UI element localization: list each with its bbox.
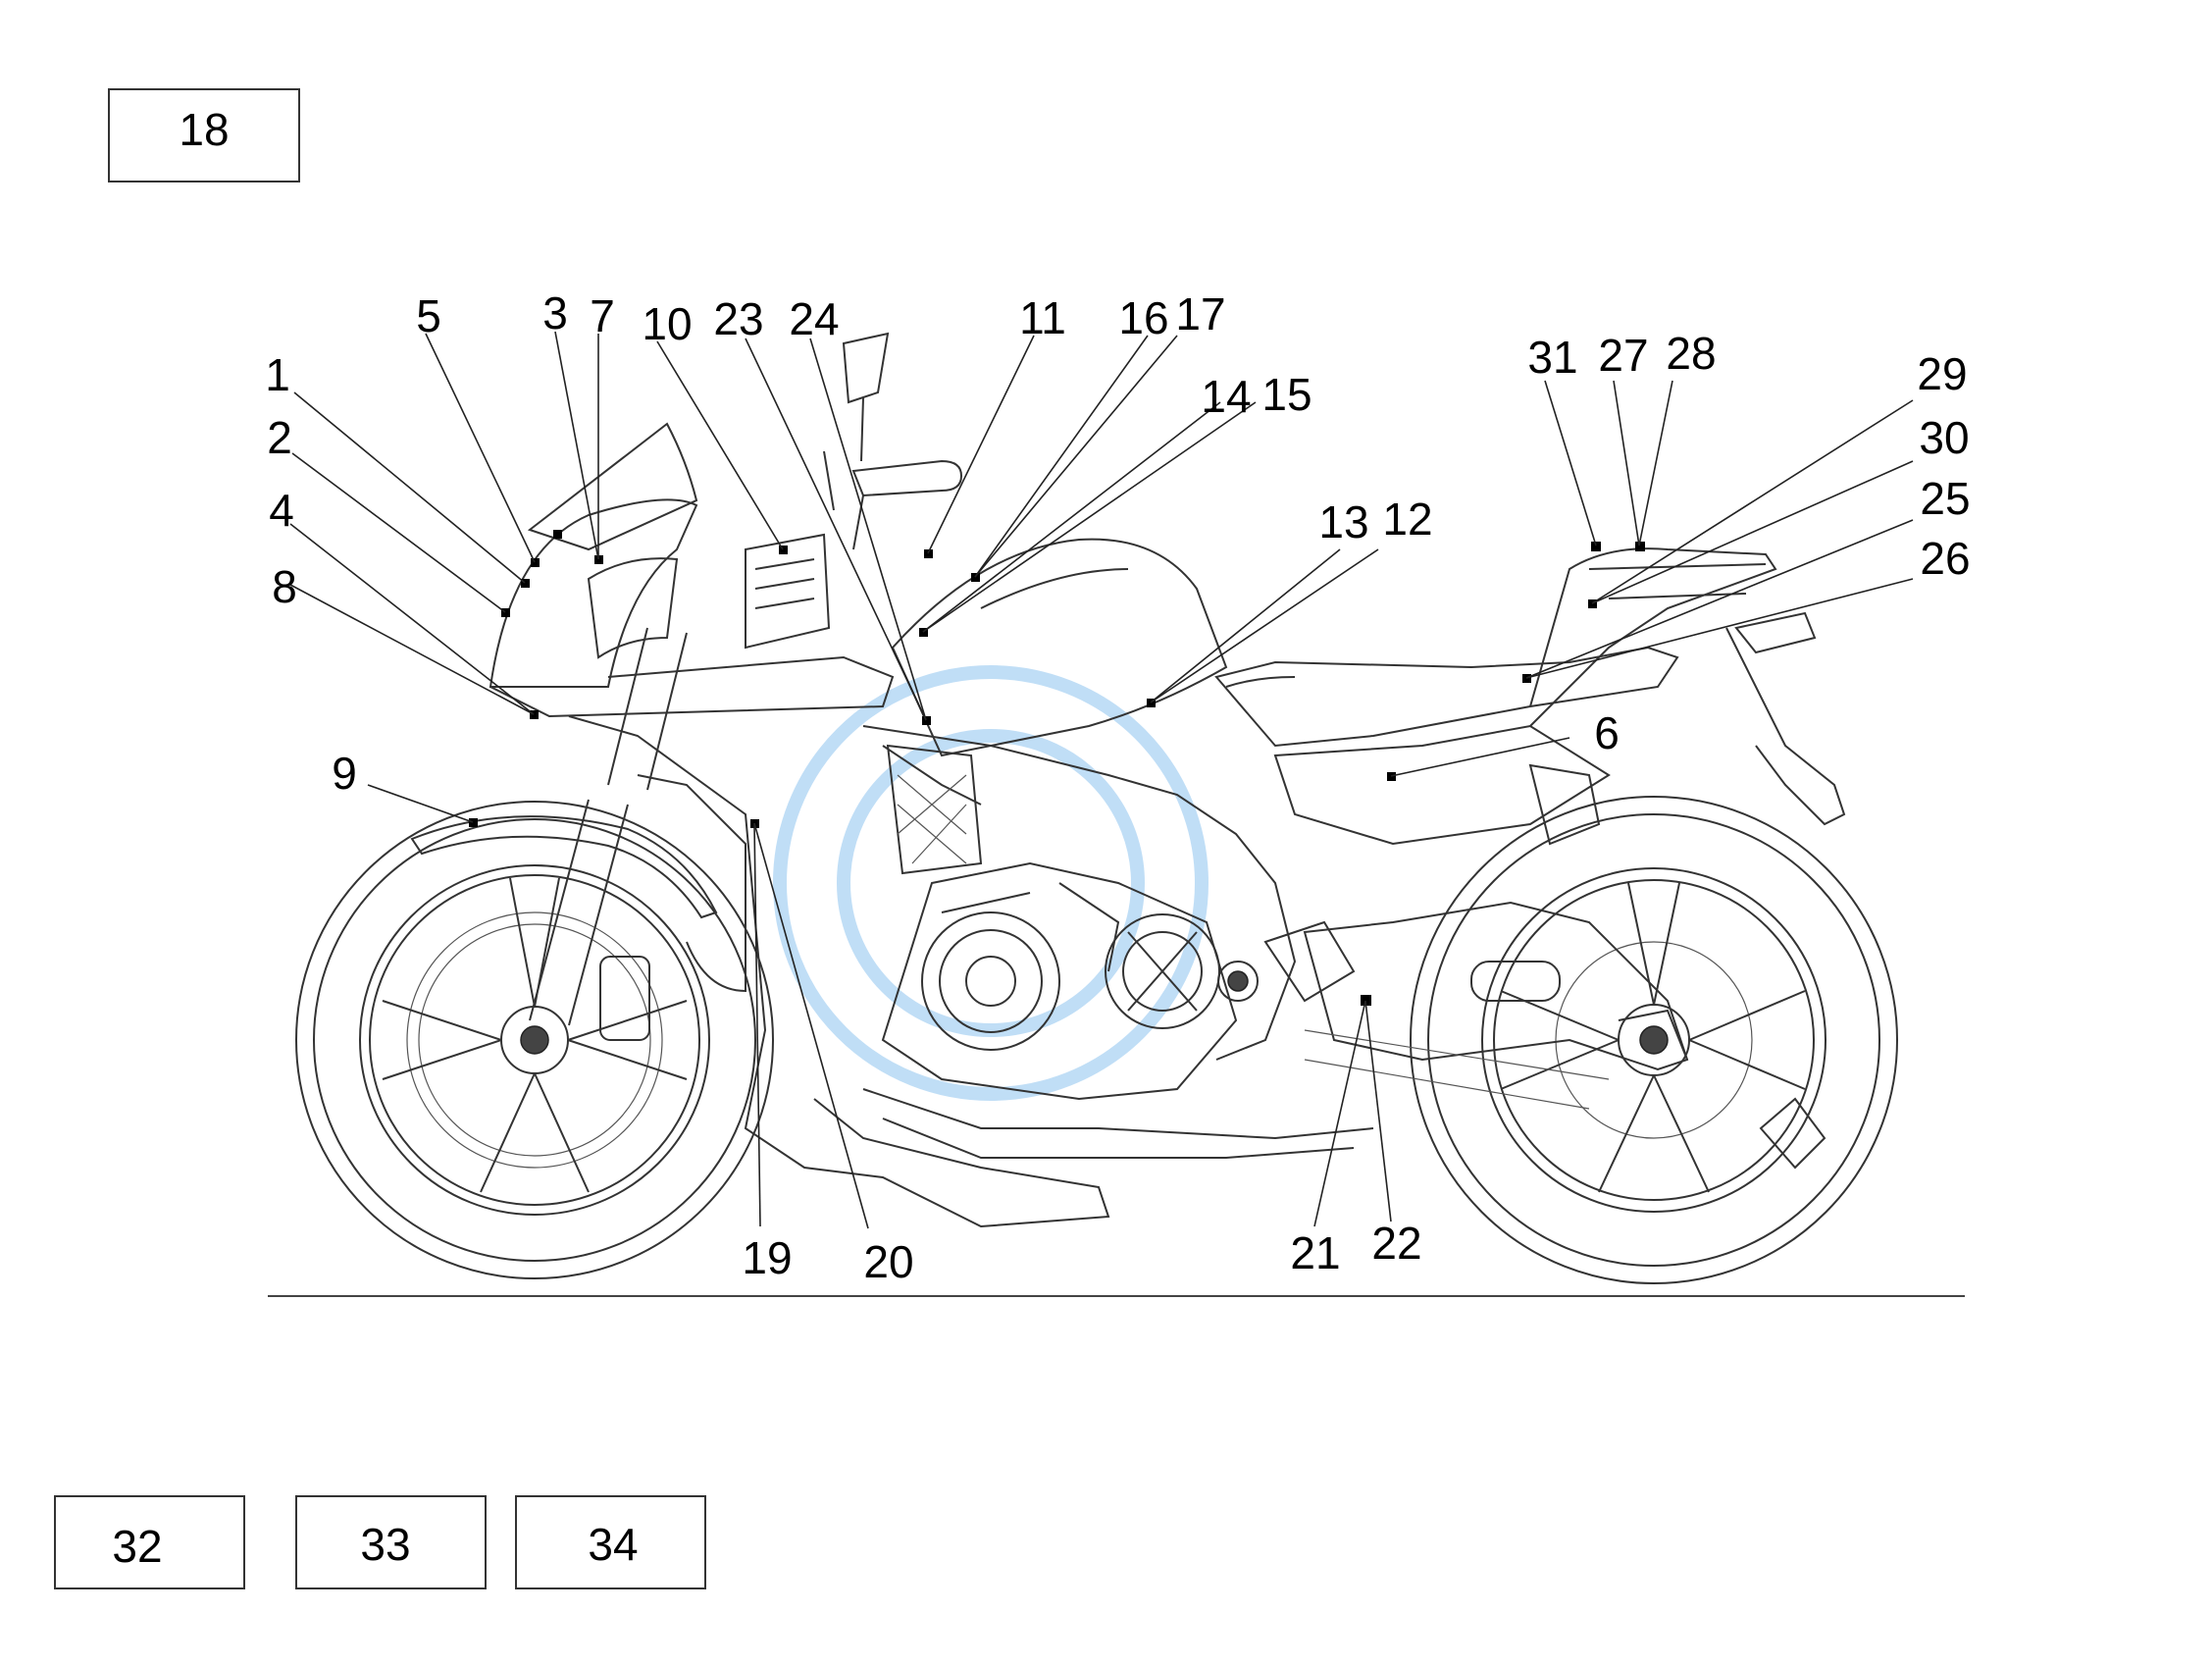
callout-21: 21 [1290, 1227, 1340, 1278]
callout-31: 31 [1527, 332, 1577, 383]
callout-3: 3 [542, 287, 568, 338]
svg-text:34: 34 [588, 1519, 638, 1570]
callout-11: 11 [1019, 292, 1066, 343]
marker-10 [779, 546, 788, 554]
callout-5: 5 [416, 290, 441, 341]
svg-text:32: 32 [112, 1521, 162, 1572]
box-33: 33 [295, 1495, 487, 1589]
callout-10: 10 [642, 298, 692, 349]
marker-9 [469, 818, 478, 827]
callout-markers [469, 530, 1645, 1006]
callout-labels: 1 2 3 4 5 6 7 8 9 10 11 12 13 14 15 16 1… [265, 287, 1970, 1287]
callout-4: 4 [269, 485, 294, 536]
callout-27: 27 [1598, 330, 1648, 381]
marker-1 [521, 579, 530, 588]
callout-23: 23 [713, 293, 763, 344]
callout-14: 14 [1201, 371, 1251, 422]
engine [881, 861, 1259, 1101]
callout-26: 26 [1920, 533, 1970, 584]
watermark-logo [773, 665, 1209, 1101]
callout-17: 17 [1175, 288, 1225, 339]
rear-wheel [1410, 796, 1898, 1284]
svg-text:33: 33 [360, 1519, 410, 1570]
callout-20: 20 [863, 1236, 913, 1287]
callout-12: 12 [1382, 494, 1432, 545]
marker-5 [531, 558, 540, 567]
box-34: 34 [515, 1495, 706, 1589]
motorcycle-drawing [295, 332, 1898, 1284]
marker-22 [1361, 995, 1371, 1006]
marker-31 [1591, 542, 1601, 551]
marker-24 [922, 716, 931, 725]
callout-2: 2 [267, 412, 292, 463]
marker-2 [501, 608, 510, 617]
marker-16 [971, 573, 980, 582]
callout-9: 9 [332, 748, 357, 799]
callout-13: 13 [1318, 496, 1368, 547]
callout-25: 25 [1920, 473, 1970, 524]
callout-1: 1 [265, 349, 290, 400]
svg-text:18: 18 [179, 104, 229, 155]
leader-lines [289, 331, 1914, 1229]
callout-15: 15 [1261, 369, 1312, 420]
callout-24: 24 [789, 293, 839, 344]
marker-4 [530, 710, 539, 719]
marker-7 [594, 555, 603, 564]
callout-28: 28 [1666, 328, 1716, 379]
callout-30: 30 [1919, 412, 1969, 463]
front-wheel [295, 801, 774, 1279]
callout-22: 22 [1371, 1218, 1421, 1269]
callout-16: 16 [1118, 292, 1168, 343]
callout-29: 29 [1917, 348, 1967, 399]
box-18: 18 [108, 88, 300, 182]
marker-11 [924, 549, 933, 558]
box-32: 32 [54, 1495, 245, 1589]
callout-19: 19 [742, 1232, 792, 1283]
marker-27 [1635, 542, 1645, 551]
callout-6: 6 [1594, 707, 1620, 758]
callout-7: 7 [590, 290, 615, 341]
callout-8: 8 [272, 561, 297, 612]
marker-3 [553, 530, 562, 539]
